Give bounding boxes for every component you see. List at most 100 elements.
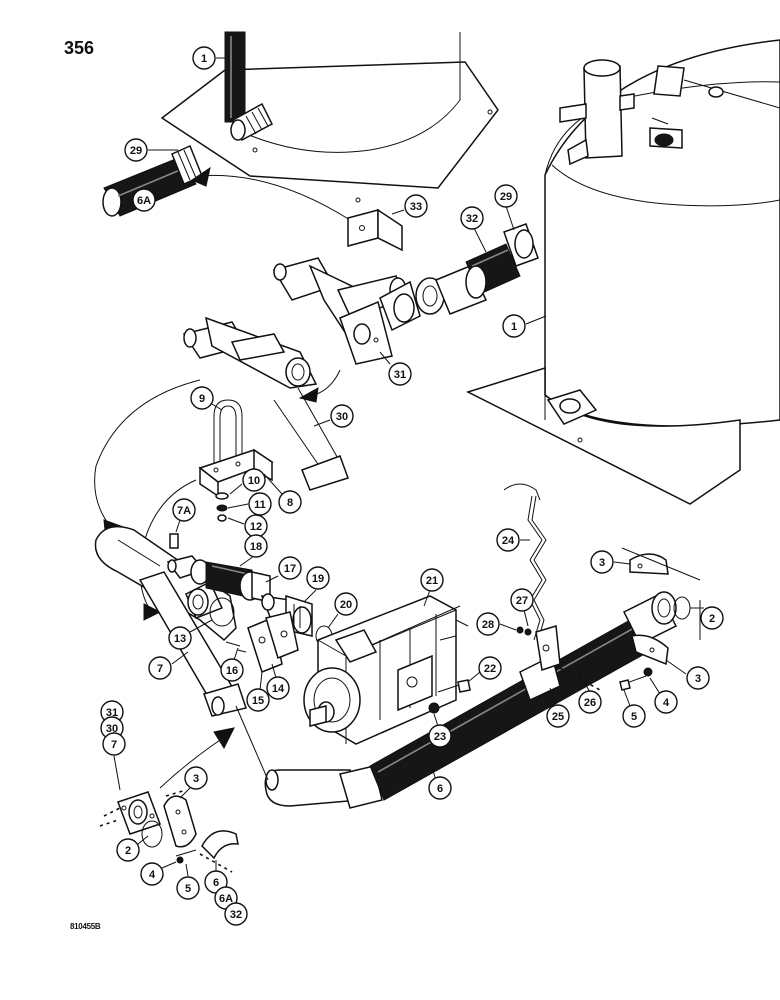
callout-label: 21	[426, 575, 438, 587]
hose-coupling-32	[415, 223, 539, 315]
callout-6-mid: 6	[428, 767, 452, 800]
suction-tube-30	[182, 316, 349, 491]
callout-24: 24	[496, 528, 530, 552]
detail-arrow-line	[159, 735, 227, 789]
callout-label: 17	[284, 563, 296, 575]
flange-detail	[117, 791, 161, 835]
hose-6a-upper	[102, 144, 203, 217]
callout-4-right: 4	[649, 677, 678, 714]
callout-label: 4	[149, 869, 156, 881]
u-bolt-9	[213, 399, 243, 468]
callout-label: 13	[174, 633, 186, 645]
right-tank-base-plate	[466, 366, 741, 505]
callout-label: 3	[599, 557, 605, 569]
arrow-head-31	[298, 387, 319, 403]
washers-10-11-12	[215, 492, 229, 522]
callout-label: 30	[336, 411, 348, 423]
callout-3-right-bottom: 3	[665, 659, 710, 690]
callout-label: 6	[437, 783, 443, 795]
callout-30-top: 30	[313, 404, 354, 428]
right-detail-bracket	[621, 547, 701, 640]
callout-29-right: 29	[494, 184, 518, 231]
callout-label: 30	[106, 723, 118, 735]
callout-label: 6A	[137, 195, 151, 207]
curved-arrow-outer	[94, 379, 201, 527]
callout-label: 31	[106, 707, 118, 719]
washer-4-detail	[176, 856, 184, 864]
callout-label: 4	[663, 697, 670, 709]
callout-2-right: 2	[690, 606, 724, 630]
callout-label: 1	[201, 53, 207, 65]
callout-21: 21	[420, 568, 444, 607]
callout-1-top: 1	[192, 46, 228, 70]
callout-label: 10	[248, 475, 260, 487]
figure-code: 810455B	[70, 922, 101, 931]
top-return-hose	[224, 31, 273, 142]
callout-32-detail: 32	[224, 902, 248, 926]
bolt-5-detail	[175, 849, 197, 857]
callout-31-top: 31	[379, 351, 412, 386]
callout-label: 3	[193, 773, 199, 785]
callout-3-detail: 3	[179, 766, 208, 799]
o-ring-2-detail	[141, 820, 163, 848]
callout-label: 18	[250, 541, 262, 553]
right-tank	[544, 39, 780, 427]
callout-32-top: 32	[460, 206, 487, 253]
callout-7-bottom: 7	[102, 732, 126, 791]
callout-label: 16	[226, 665, 238, 677]
callout-7a: 7A	[172, 498, 196, 533]
callout-label: 5	[185, 883, 191, 895]
callout-9: 9	[190, 386, 223, 411]
callout-15: 15	[246, 671, 270, 712]
callout-label: 33	[410, 201, 422, 213]
callout-10: 10	[229, 468, 266, 495]
callout-label: 25	[552, 711, 564, 723]
callout-label: 7	[157, 663, 163, 675]
detail-dash-lower	[199, 853, 233, 873]
bolt-5-washer-4-right	[619, 667, 653, 691]
callout-23: 23	[428, 713, 452, 748]
callout-label: 11	[254, 499, 266, 511]
split-flange-14-15	[225, 611, 299, 673]
callout-25: 25	[546, 687, 570, 728]
callout-label: 12	[250, 521, 262, 533]
callout-label: 2	[709, 613, 715, 625]
callout-1-right: 1	[502, 314, 547, 338]
page-number: 356	[64, 38, 95, 58]
callout-7-mid: 7	[148, 651, 189, 680]
callout-label: 29	[500, 191, 512, 203]
callout-18: 18	[239, 534, 268, 567]
callout-label: 14	[272, 683, 285, 695]
arrow-line-6a	[197, 174, 351, 221]
hose-end-clamp-6	[201, 830, 239, 860]
o-ring-13	[209, 597, 235, 627]
bracket-33	[347, 208, 403, 252]
callout-label: 15	[252, 695, 264, 707]
callout-4-detail: 4	[140, 861, 177, 886]
detail-dash-mid	[99, 819, 119, 827]
bolt-26-line	[559, 667, 601, 691]
callout-12: 12	[227, 514, 268, 538]
suction-tube-31	[272, 257, 421, 365]
callout-label: 31	[394, 369, 406, 381]
flange-clamp-3-upper	[629, 553, 669, 575]
chain-24	[503, 483, 547, 641]
callout-3-right-top: 3	[590, 550, 631, 574]
callout-label: 7A	[177, 505, 191, 517]
callout-28: 28	[476, 612, 517, 636]
hose-coupling-18	[190, 559, 271, 603]
callout-label: 22	[484, 663, 496, 675]
callout-17: 17	[265, 556, 302, 583]
detail-arrow-head	[213, 727, 235, 750]
callout-5-right: 5	[622, 689, 646, 728]
callout-2-detail: 2	[116, 835, 149, 862]
callout-label: 9	[199, 393, 205, 405]
callout-6a-top: 6A	[132, 188, 171, 212]
callout-label: 29	[130, 145, 142, 157]
callout-26: 26	[577, 671, 602, 714]
flange-clamp-3-lower	[631, 634, 669, 666]
callout-label: 6	[213, 877, 219, 889]
hose-6-leader	[235, 705, 269, 781]
